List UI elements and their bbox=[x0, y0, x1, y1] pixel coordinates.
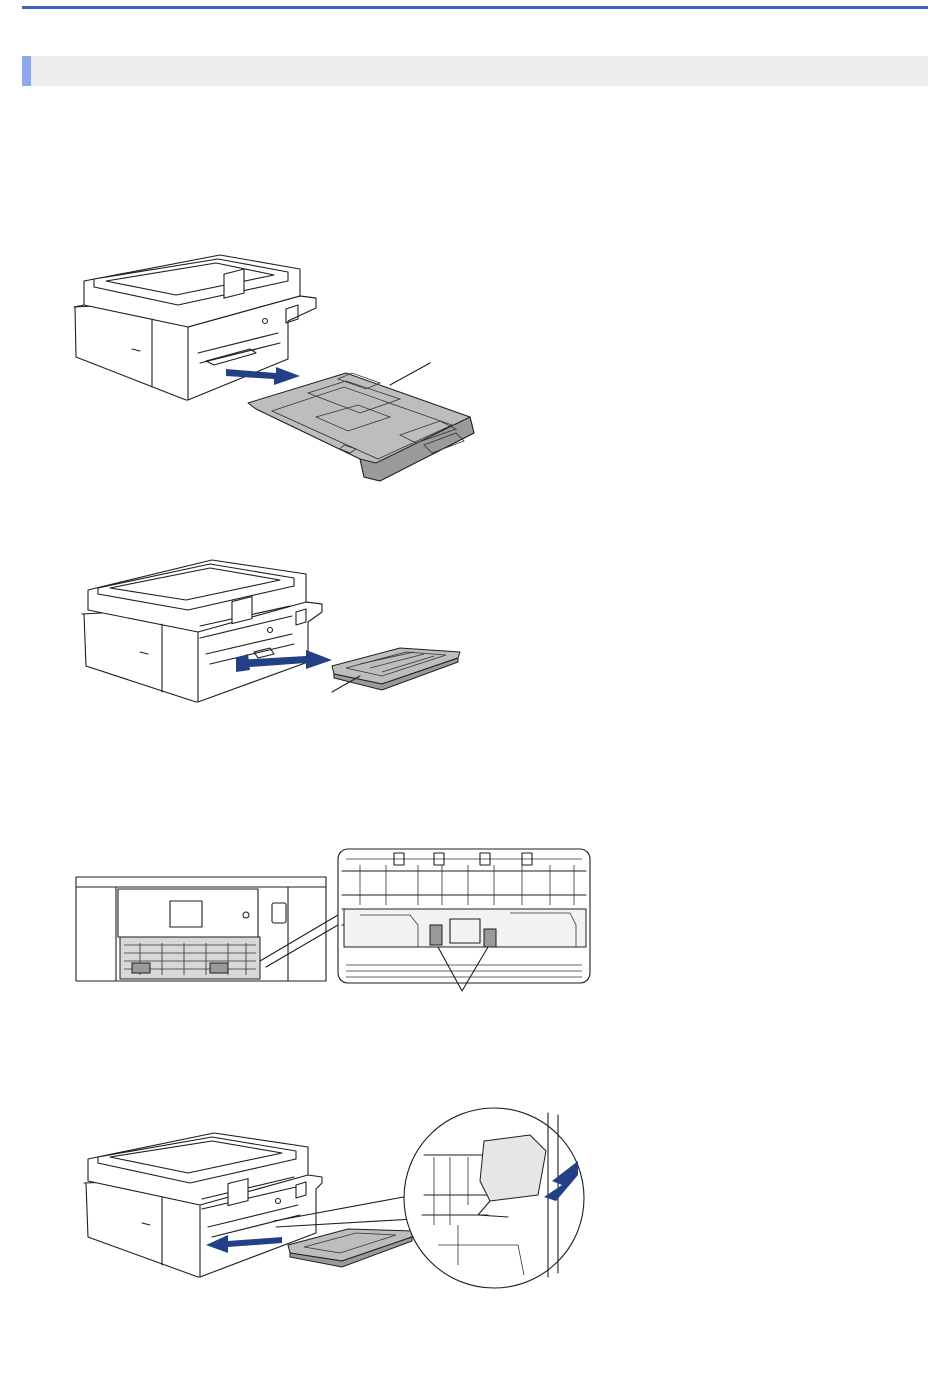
printer-remove-paper-tray-illustration bbox=[60, 245, 490, 490]
heading-accent bbox=[22, 56, 31, 86]
printer-push-lever-closeup-illustration bbox=[78, 1105, 598, 1295]
printer-inside-rollers-closeup-illustration bbox=[70, 845, 600, 1005]
figure-inside-rollers-closeup bbox=[70, 845, 600, 1005]
figure-remove-output-tray-cover bbox=[70, 552, 470, 712]
figure-push-lever-closeup bbox=[78, 1105, 598, 1295]
section-heading-bar bbox=[22, 56, 928, 86]
figure-remove-paper-tray bbox=[60, 245, 490, 490]
printer-remove-output-tray-cover-illustration bbox=[70, 552, 470, 712]
top-rule bbox=[22, 6, 928, 9]
